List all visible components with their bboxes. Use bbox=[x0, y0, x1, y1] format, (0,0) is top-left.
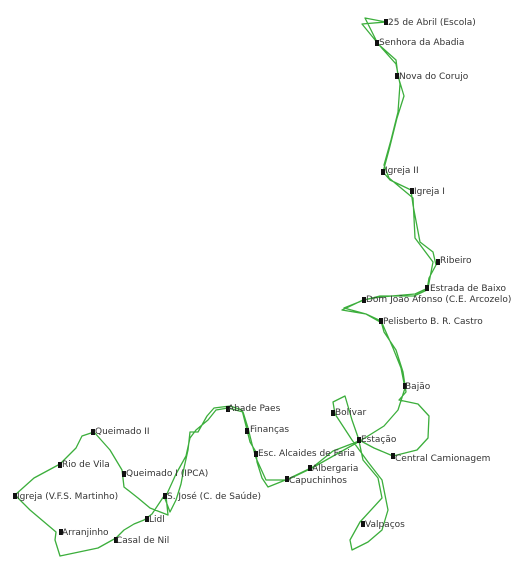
stop-marker[interactable] bbox=[375, 40, 379, 46]
stop-label: Nova do Corujo bbox=[399, 72, 469, 82]
stop-marker[interactable] bbox=[403, 383, 407, 389]
stop-marker[interactable] bbox=[381, 169, 385, 175]
stop-label: Rio de Vila bbox=[62, 460, 110, 470]
stop-marker[interactable] bbox=[362, 297, 366, 303]
stop-marker[interactable] bbox=[391, 453, 395, 459]
stop-marker[interactable] bbox=[163, 493, 167, 499]
stop-marker[interactable] bbox=[410, 188, 414, 194]
stop-marker[interactable] bbox=[395, 73, 399, 79]
stop-label: Igreja I bbox=[414, 187, 445, 197]
stop-marker[interactable] bbox=[361, 521, 365, 527]
stop-label: Queimado I (IPCA) bbox=[126, 469, 209, 479]
stop-marker[interactable] bbox=[331, 410, 335, 416]
stop-label: Queimado II bbox=[95, 427, 150, 437]
stop-label: Igreja (V.F.S. Martinho) bbox=[17, 492, 119, 502]
stop-label: Arranjinho bbox=[62, 528, 109, 538]
stop-marker[interactable] bbox=[254, 451, 258, 457]
stop-marker[interactable] bbox=[245, 428, 249, 434]
stop-marker[interactable] bbox=[357, 437, 361, 443]
stop-marker[interactable] bbox=[122, 471, 126, 477]
stop-label: Lidl bbox=[149, 515, 165, 525]
stop-marker[interactable] bbox=[226, 406, 230, 412]
stop-label: S. José (C. de Saúde) bbox=[167, 492, 262, 502]
stop-marker[interactable] bbox=[59, 529, 63, 535]
stop-label: Dom João Afonso (C.E. Arcozelo) bbox=[366, 295, 512, 305]
stop-label: Albergaria bbox=[312, 464, 359, 474]
stop-marker[interactable] bbox=[384, 19, 388, 25]
stop-marker[interactable] bbox=[114, 537, 118, 543]
stop-label: Igreja II bbox=[385, 166, 419, 176]
stop-label: Valpaços bbox=[365, 520, 405, 530]
stop-marker[interactable] bbox=[145, 516, 149, 522]
stop-label: Esc. Alcaides de Faria bbox=[258, 449, 356, 459]
stop-label: Pelisberto B. R. Castro bbox=[383, 317, 483, 327]
stop-label: Bolivar bbox=[335, 408, 367, 418]
stop-label: 25 de Abril (Escola) bbox=[388, 18, 476, 28]
stop-marker[interactable] bbox=[436, 259, 440, 265]
stop-marker[interactable] bbox=[308, 465, 312, 471]
stop-label: Bajão bbox=[405, 382, 431, 392]
stop-label: Estação bbox=[361, 435, 397, 445]
stop-label: Senhora da Abadia bbox=[379, 38, 465, 48]
route-line bbox=[14, 17, 437, 557]
stop-marker[interactable] bbox=[91, 429, 95, 435]
stop-marker[interactable] bbox=[425, 285, 429, 291]
stop-marker[interactable] bbox=[285, 476, 289, 482]
stop-label: Casal de Nil bbox=[116, 536, 170, 546]
stop-label: Finanças bbox=[250, 425, 290, 435]
stop-label: Central Camionagem bbox=[395, 454, 491, 464]
stop-marker[interactable] bbox=[13, 493, 17, 499]
stop-label: Abade Paes bbox=[228, 404, 281, 414]
stop-marker[interactable] bbox=[379, 318, 383, 324]
stop-marker[interactable] bbox=[58, 462, 62, 468]
stop-label: Estrada de Baixo bbox=[430, 284, 507, 294]
stop-label: Ribeiro bbox=[440, 256, 472, 266]
stop-label: Capuchinhos bbox=[289, 476, 347, 486]
